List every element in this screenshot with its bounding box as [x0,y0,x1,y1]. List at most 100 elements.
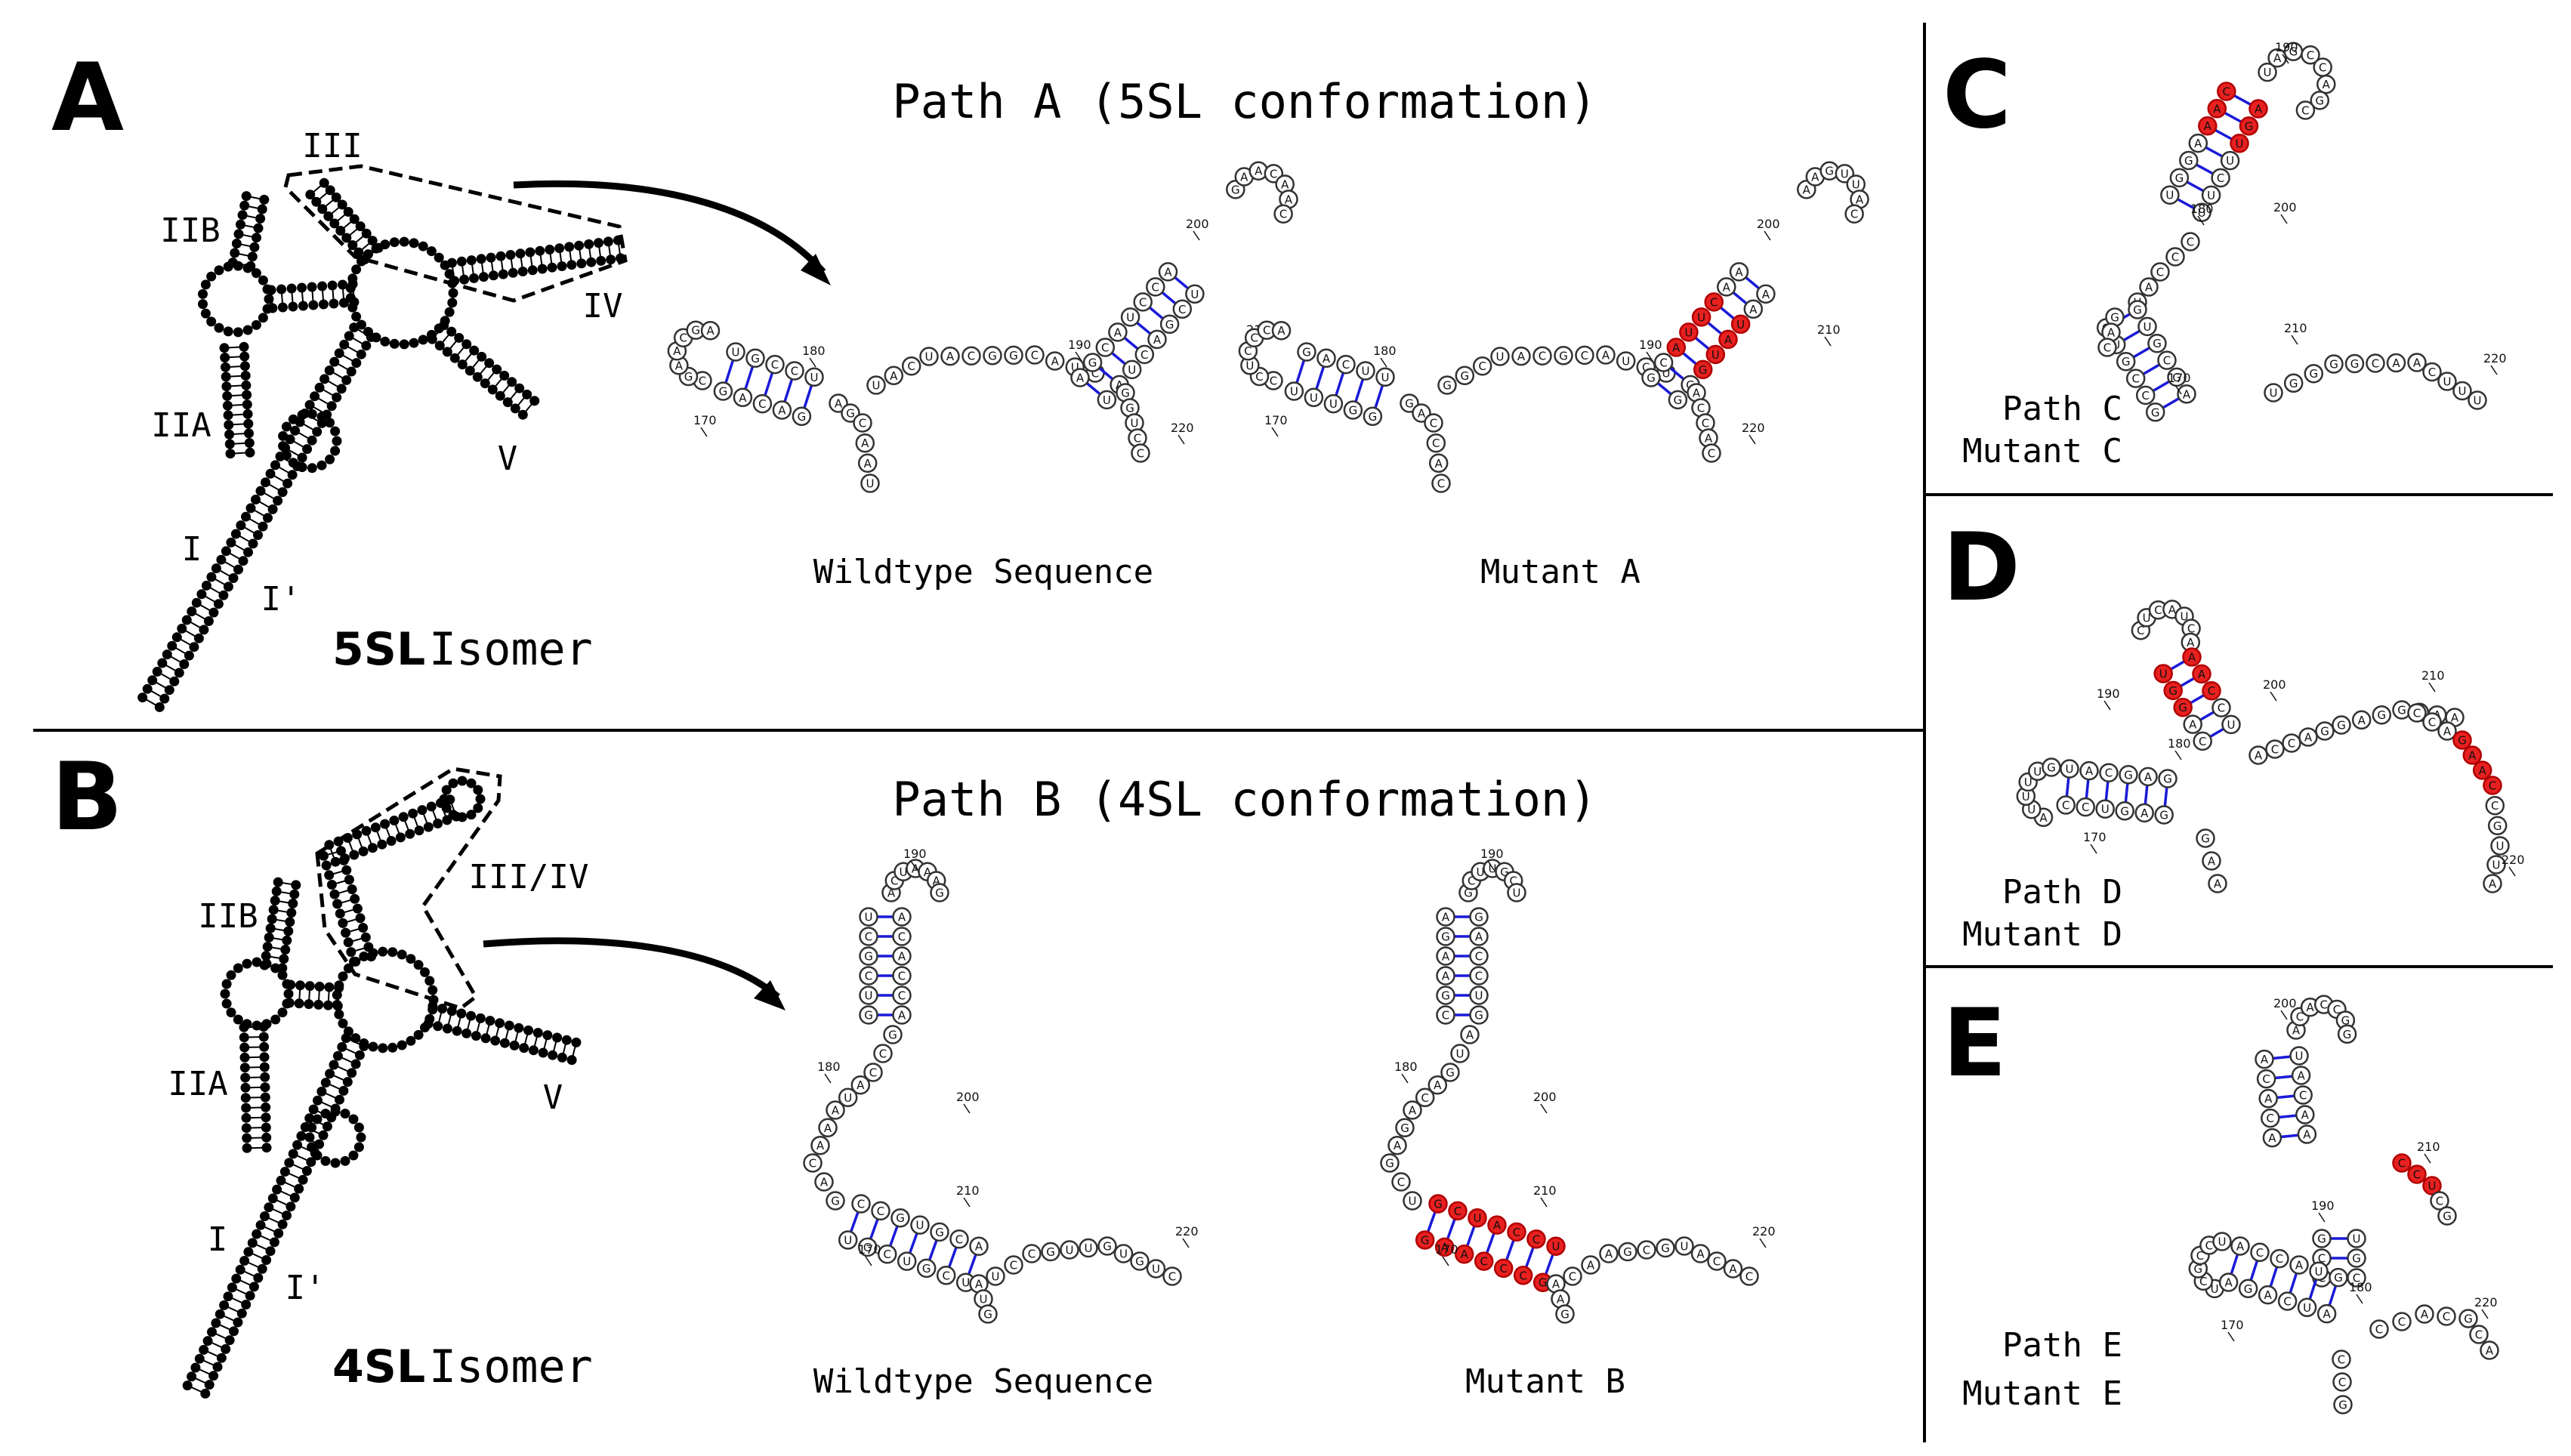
structB_mut-tail2-nt-letter: A [1552,1278,1560,1291]
e-mid-stem-nt-letter: G [2352,1252,2361,1266]
d-right-strand-nt-letter: U [2492,859,2501,872]
e-top-loop-nt-letter: C [2296,1010,2304,1024]
e-upper-stem-nt-letter: C [2267,1112,2274,1125]
schem-a-iv-dot [446,258,457,268]
schem-a-iv-rung [548,249,554,268]
schem-b-iia-dot [242,1143,252,1153]
c-tail-nt-letter: G [2289,377,2298,390]
structA_wt-loop2-nt-letter: A [1285,193,1293,206]
schem-a-iv-dot [594,238,603,248]
schem-a-i-bulge-dot [307,463,317,474]
c-lower-stem-nt-letter: G [2172,371,2181,384]
c-upper-stem-base-pair [2176,197,2196,210]
structB_wt-left-strand-nt [818,1118,838,1138]
e-upper-stem-nt [2258,1088,2278,1109]
schem-b-iii-b-rung [412,813,420,831]
structB_wt-tail2-nt-letter: U [980,1293,988,1306]
schem-b-iii-a-rung [345,927,363,934]
schem-a-i-rung [344,344,362,356]
e-mid-stem-nt [2347,1229,2366,1248]
schem-b-link-dot [314,981,325,992]
schem-a-i-dot [312,427,323,437]
e-upper-stem-nt [2262,1127,2282,1148]
structB_mut-tail-nt [1563,1266,1582,1286]
schem-a-iib-loop-dot [251,319,261,330]
schem-b-link-rung [289,984,292,1004]
schem-a-i-dot [191,597,202,608]
schem-b-i-rung [304,1126,324,1137]
schem-a-i-dot [310,391,320,402]
panel-b-title: Path B (4SL conformation) [892,772,1597,827]
structA_wt-stem1-nt [726,342,745,362]
schem-b-i-rung [187,1384,206,1395]
structB_mut-lower-stem-nt-letter: C [1499,1262,1507,1276]
structB_wt-hairpin-nt-letter: C [890,875,898,888]
schem-a-i-rung [314,395,332,407]
schem-b-iii-b-dot [361,825,372,836]
c-bulge-nt [2139,277,2159,297]
structA_mut-stem2-nt [1718,329,1738,350]
stem-label-iii-iv: III/IV [469,858,589,896]
schem-b-iib-rung [276,890,295,896]
structB_wt-lower-stem-nt [936,1266,956,1285]
structA_wt-stem1-nt [752,393,773,414]
structA_wt-tail-nt-letter: G [846,407,855,421]
structA_wt-tail-nt-letter: U [866,477,875,491]
structB_wt-left-strand-nt [814,1172,834,1192]
structB_mut-index-label: 200 [1533,1090,1557,1104]
panel-a-title: Path A (5SL conformation) [892,74,1597,129]
structB_mut-tail-nt-letter: A [1605,1248,1613,1261]
structB_mut-hairpin-nt-letter: G [1500,865,1509,879]
schem-a-link-dot [298,301,308,311]
schem-a-i-rung [309,404,328,415]
structB_wt-lower-stem-nt [897,1251,917,1271]
schem-b-i-dot [298,1174,308,1185]
structA_mut-index-tick [1380,357,1387,368]
structB_wt-upper-stem-nt [859,986,878,1005]
schem-a-iv-dot [554,243,565,254]
schem-b-v-rung [427,1006,434,1024]
schem-b-iii-b-rung [421,810,430,828]
structB_wt-tail-nt [1004,1255,1023,1275]
structA_wt-stem2-nt-letter: A [1114,325,1122,339]
schem-b-iia-rung [243,1026,264,1029]
structA_wt-stem2-nt-letter: C [1139,295,1147,309]
e-upper-stem-nt-letter: A [2301,1109,2310,1122]
structB_mut-tail-nt [1723,1259,1743,1279]
c-lower-stem-nt [2125,369,2146,388]
schem-b-junction-dot [387,1042,398,1053]
schem-b-i-rung [289,1161,307,1172]
structB_mut-left-strand-nt [1450,1044,1470,1063]
c-lower-stem-nt-letter: C [2131,372,2139,386]
e-lower-stem-nt-letter: U [2315,1265,2323,1279]
d-linker-nt [2332,715,2351,735]
e-lower-stem-nt [2277,1291,2298,1311]
structB_wt-tail-nt-letter: U [1152,1263,1160,1276]
schem-a-iib-loop-dot [214,322,224,333]
structA_wt-stem2-nt [1134,344,1155,365]
c-lower-stem-nt [2116,351,2136,372]
arrow-a-curve [513,180,826,274]
structA_mut-index-tick [1271,427,1279,437]
panel-d: D CUCAUCAAACCUUGGACACCAGGAGGCAACCAGAACCG… [1943,514,2525,954]
schem-b-i-rung [227,1295,247,1306]
c-left-nt [2097,338,2117,357]
schem-a-i-dot [316,418,327,428]
structB_wt-left-strand-nt-letter: U [844,1091,852,1105]
structA_wt-stem2-nt-letter: C [1101,341,1109,355]
schem-a-i-rung [279,455,298,467]
schem-b-iia-rung [244,1036,264,1038]
structA_mut-stem2-nt-letter: G [1674,393,1683,407]
schem-a-iii-rung [316,190,331,203]
schem-b-iib-rung [273,908,292,914]
d-upper-stem-nt-letter: C [2218,702,2225,715]
schem-b-i-dot [261,1255,272,1265]
structA_wt-linker-nt [940,346,960,366]
structA_mut-stem1-nt-letter: G [1349,404,1358,418]
e-upper-stem-nt-letter: C [2262,1072,2270,1086]
schem-b-i-rung [297,1144,316,1154]
structB_wt-tail-nt [1097,1236,1117,1256]
schem-b-i-dot [350,1059,361,1069]
schem-a-iv-rung [588,244,592,263]
